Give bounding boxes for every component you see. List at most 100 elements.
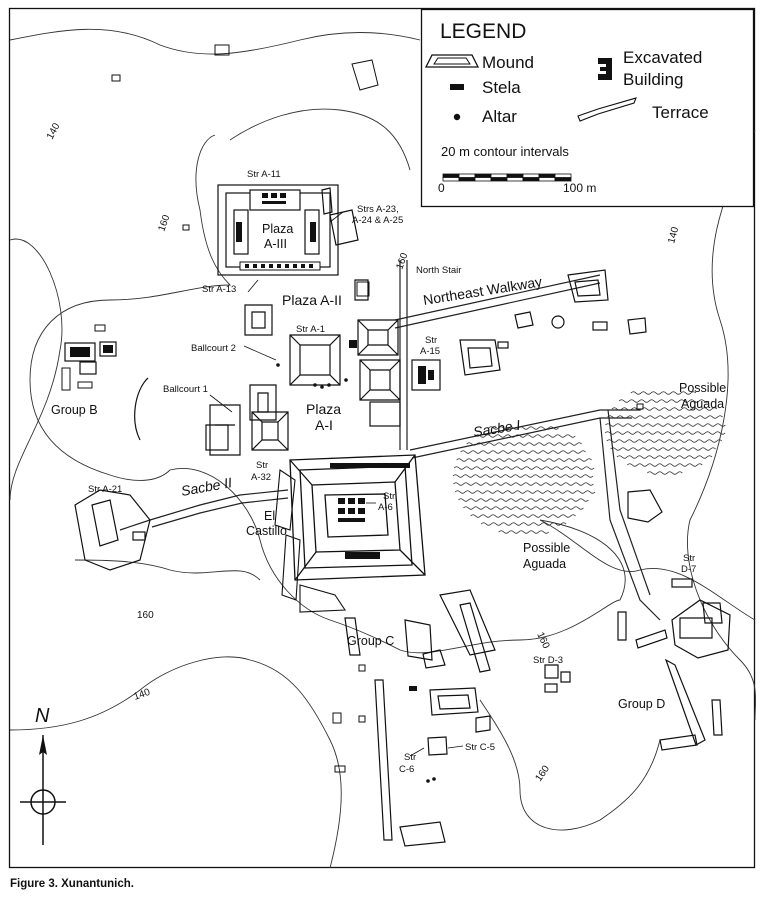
scale-bar-segment xyxy=(522,177,540,182)
label-possible-aguada-c-line1: Possible xyxy=(523,541,570,555)
plaza-a2-structures xyxy=(244,279,369,386)
scale-bar-segment xyxy=(458,177,476,182)
northeast-structures xyxy=(497,269,647,349)
label-plaza-a1-line2: A-I xyxy=(315,417,333,433)
str-d7-complex xyxy=(671,599,731,659)
group-c xyxy=(344,589,496,847)
contour-160-east xyxy=(539,519,756,621)
label-str-a6-line1: Str xyxy=(383,491,395,502)
map-labels: Str A-11 Plaza A-III Strs A-23, A-24 & A… xyxy=(51,169,726,775)
label-str-a11: Str A-11 xyxy=(247,169,281,180)
aguada-wave-line xyxy=(618,399,710,403)
aguada-wave-line xyxy=(605,423,726,427)
label-str-a21: Str A-21 xyxy=(88,484,122,495)
contour-160-sw xyxy=(74,559,261,581)
label-strs-a23-line1: Strs A-23, xyxy=(357,204,399,215)
north-arrow-icon: N xyxy=(20,705,66,845)
plaza-a3-outer xyxy=(217,184,339,276)
legend-stela-label: Stela xyxy=(482,78,521,97)
str-a10-mound xyxy=(304,209,320,255)
label-el-castillo-line1: El xyxy=(264,509,275,523)
aguada-hatching-central xyxy=(452,426,596,534)
castillo-west-terraces xyxy=(274,469,346,613)
contour-label-160-sw: 160 xyxy=(137,610,154,621)
aguada-wave-line xyxy=(627,463,703,467)
str-a6-excavation xyxy=(330,463,410,559)
label-str-a32-line1: Str xyxy=(256,460,268,471)
aguada-wave-line xyxy=(647,471,683,475)
aguada-wave-line xyxy=(607,415,723,419)
str-c1-mound xyxy=(429,687,479,716)
label-plaza-a2: Plaza A-II xyxy=(282,292,342,308)
str-a7-mound xyxy=(251,411,289,451)
aguada-wave-line xyxy=(630,391,697,395)
scattered-mounds xyxy=(111,44,644,773)
castillo-summit xyxy=(324,493,389,538)
causeways xyxy=(119,260,661,621)
legend-terrace-symbol-icon xyxy=(577,97,637,122)
ballcourt-1-west xyxy=(205,424,229,451)
str-d3-mounds xyxy=(544,664,571,683)
sacbe-2 xyxy=(119,489,289,531)
str-a1-mound xyxy=(289,334,341,386)
central-pyramids xyxy=(357,319,401,427)
aguada-wave-line xyxy=(453,482,594,486)
contour-140-outer xyxy=(9,28,757,721)
legend-panel: LEGEND Mound Stela Altar Excavated Build… xyxy=(420,8,755,208)
str-a3-base xyxy=(369,401,401,427)
scale-bar-segment xyxy=(538,177,556,182)
legend-altar-symbol-icon xyxy=(453,113,461,121)
label-str-a15-line2: A-15 xyxy=(420,346,440,357)
label-ballcourt-2: Ballcourt 2 xyxy=(191,343,236,354)
str-a12-mound xyxy=(233,209,249,255)
label-str-a1: Str A-1 xyxy=(296,324,325,335)
aguada-wave-line xyxy=(470,514,576,518)
label-str-a13: Str A-13 xyxy=(202,284,236,295)
aguada-wave-line xyxy=(452,474,594,478)
aguada-wave-line xyxy=(456,458,592,462)
scale-start-label: 0 xyxy=(438,181,445,195)
leader-lines xyxy=(209,211,464,757)
label-str-c6-line1: Str xyxy=(404,752,416,763)
str-a2-mound xyxy=(244,304,273,336)
legend-title: LEGEND xyxy=(440,20,526,43)
str-a11-excavation xyxy=(236,193,316,242)
label-str-d7-line1: Str xyxy=(683,553,695,564)
sacbe-1-south xyxy=(599,409,661,621)
str-a21 xyxy=(74,489,151,571)
str-a15 xyxy=(411,359,441,391)
label-str-a6-line2: A-6 xyxy=(378,502,393,513)
legend-scale-bar xyxy=(442,173,572,182)
str-d-north-mound xyxy=(627,489,663,523)
str-a3-lower xyxy=(359,359,401,401)
legend-terrace-label: Terrace xyxy=(652,103,709,122)
el-castillo xyxy=(289,454,426,581)
legend-stela-symbol-icon xyxy=(450,84,464,90)
stelae-plaza-a1 xyxy=(276,363,348,389)
contour-140-sw xyxy=(9,656,342,869)
label-possible-aguada-ne-line1: Possible xyxy=(679,381,726,395)
label-el-castillo-line2: Castillo xyxy=(246,524,287,538)
aguada-wave-line xyxy=(463,506,584,510)
label-group-b: Group B xyxy=(51,403,98,417)
group-c-south-mound xyxy=(399,821,446,847)
label-sacbe-1: Sacbe I xyxy=(472,417,522,440)
label-ballcourt-1: Ballcourt 1 xyxy=(163,384,208,395)
aguada-wave-line xyxy=(466,442,582,446)
aguada-wave-line xyxy=(604,431,726,435)
label-plaza-a3-line1: Plaza xyxy=(262,222,293,236)
scale-bar-segment xyxy=(554,177,572,182)
aguada-wave-line xyxy=(610,447,716,451)
scale-bar-segment xyxy=(474,177,492,182)
label-possible-aguada-ne-line2: Aguada xyxy=(681,397,724,411)
contour-lines xyxy=(9,28,757,869)
str-c5-mound xyxy=(475,715,491,733)
scale-bar-segment xyxy=(442,177,460,182)
figure-caption: Figure 3. Xunantunich. xyxy=(10,878,134,890)
label-possible-aguada-c-line2: Aguada xyxy=(523,557,566,571)
aguada-hatching-northeast xyxy=(604,391,726,475)
label-group-c: Group C xyxy=(347,634,394,648)
scale-bar-segment xyxy=(490,177,508,182)
legend-excavated-label-line2: Building xyxy=(623,70,684,89)
